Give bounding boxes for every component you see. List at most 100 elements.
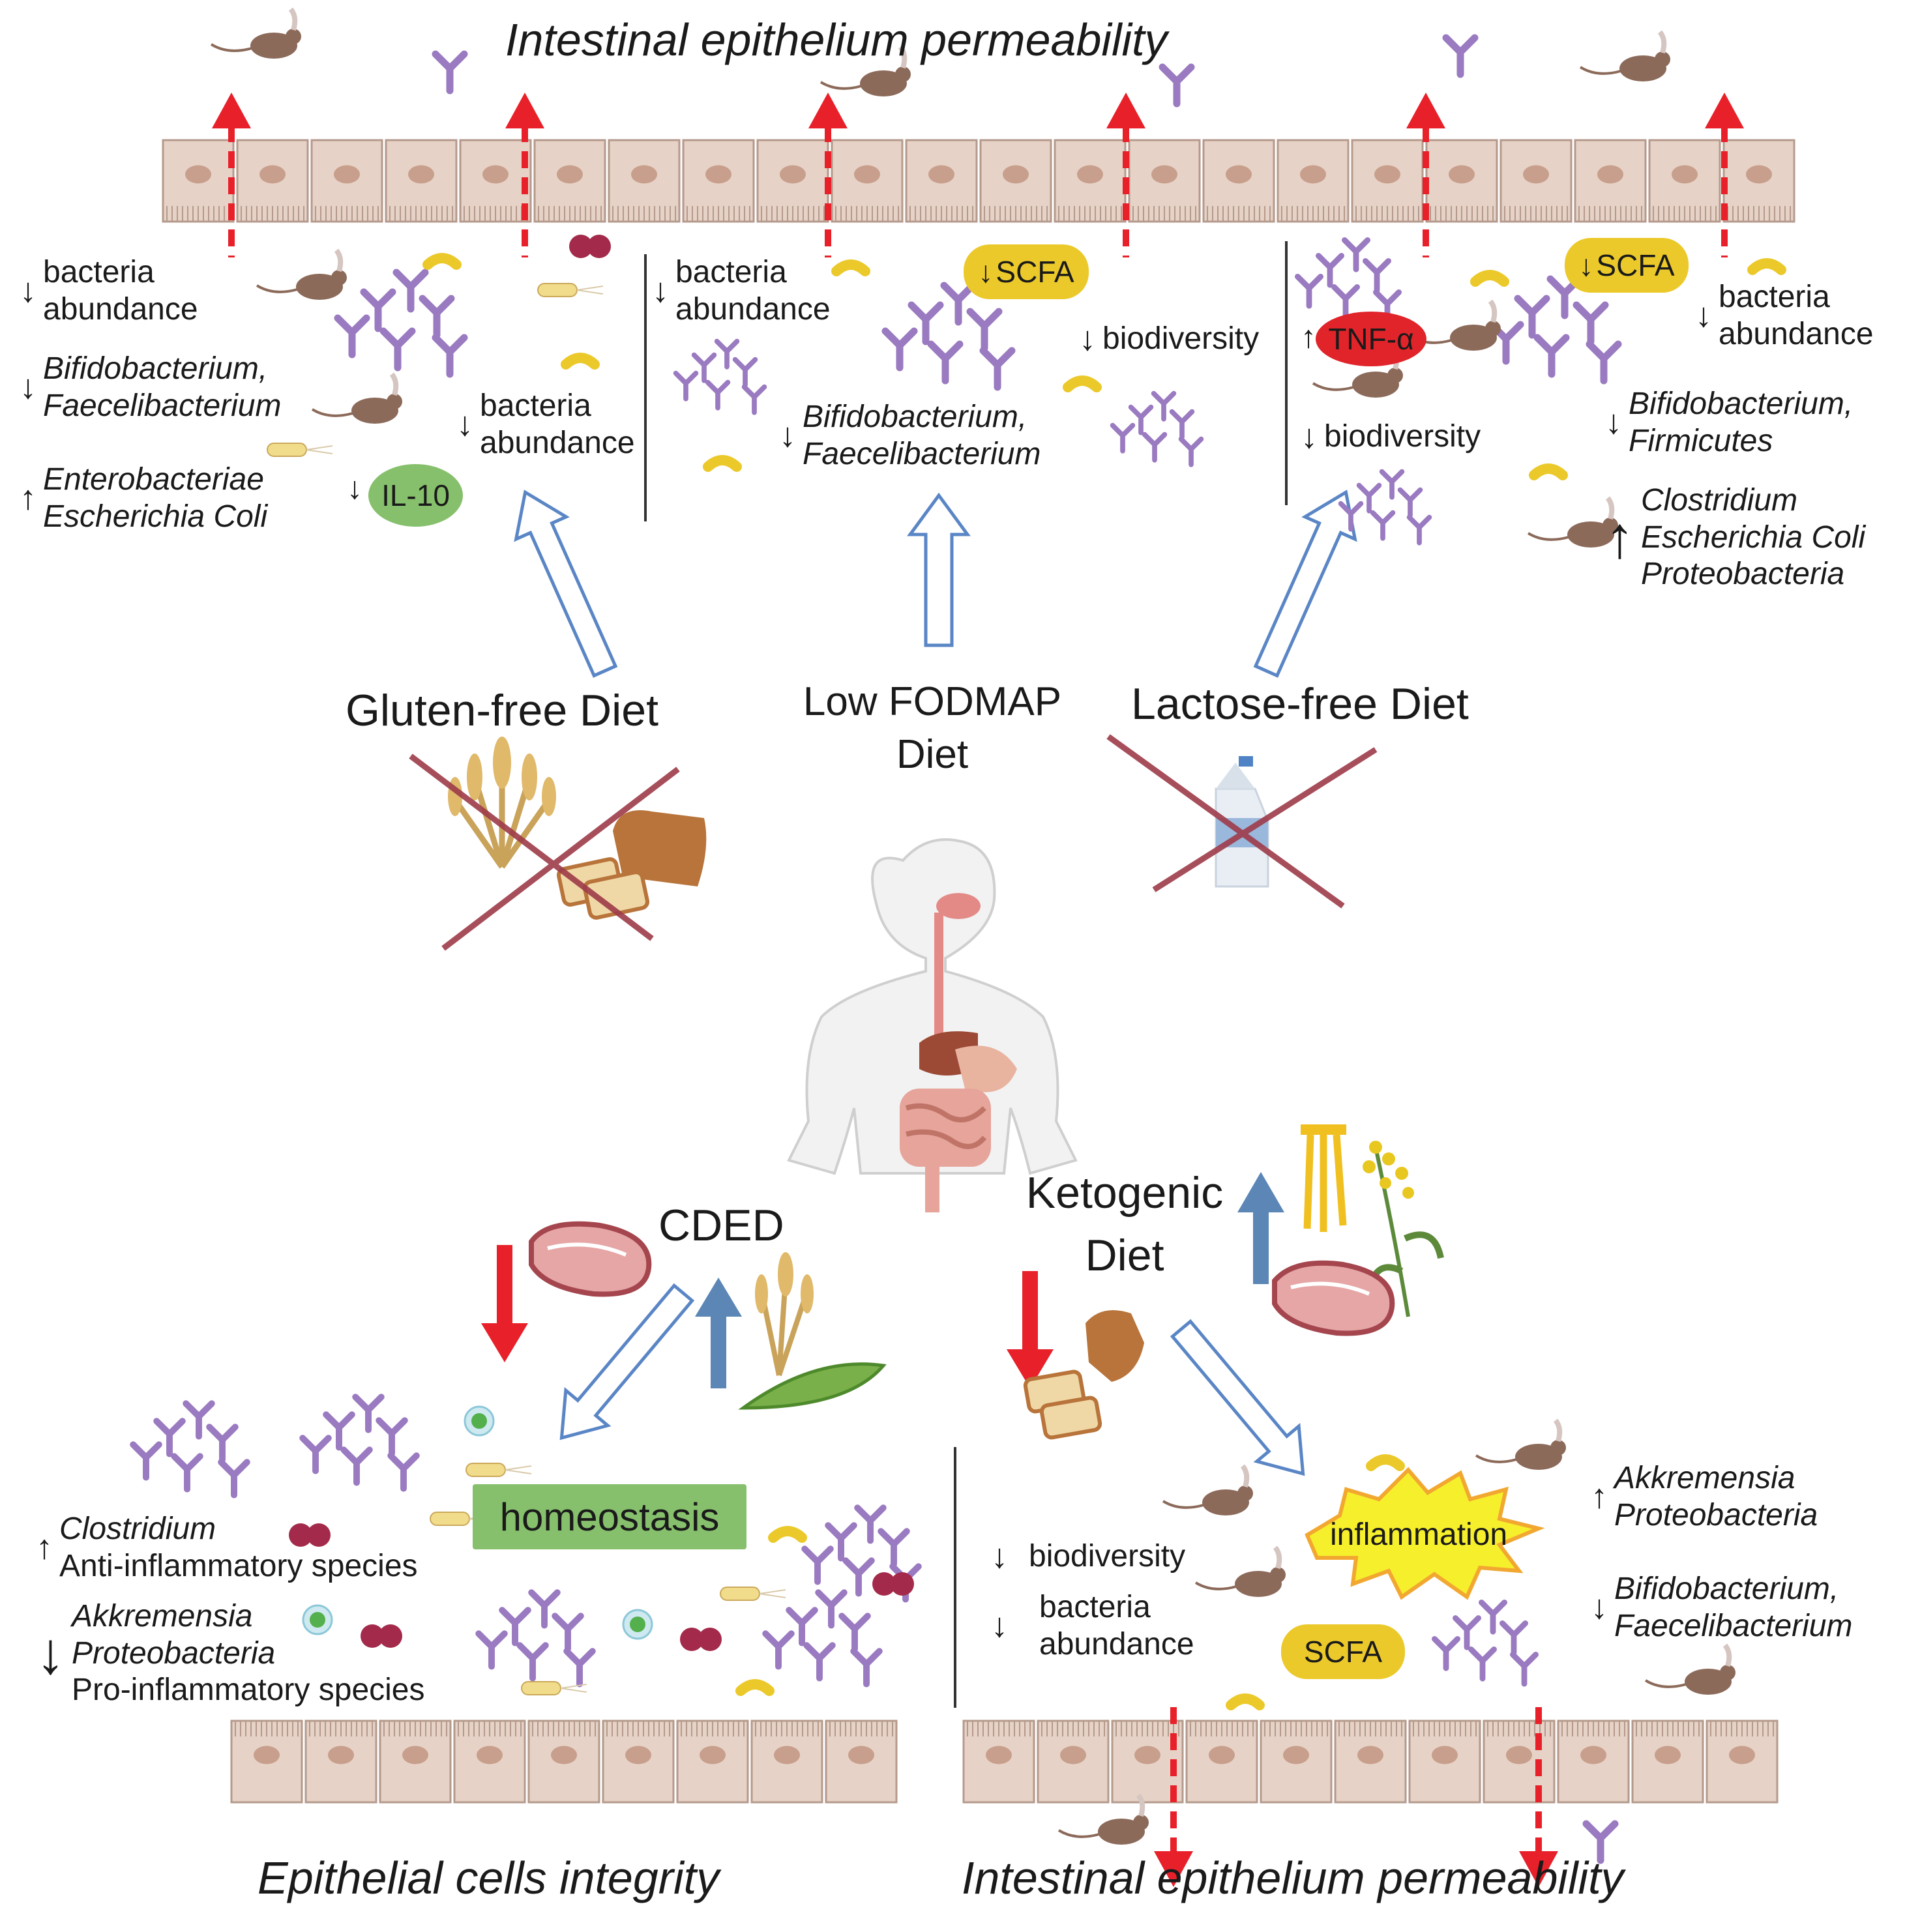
epithelial-cell	[602, 1720, 675, 1804]
gf-il10-arrow: ↓	[347, 471, 362, 508]
epithelial-cell	[682, 139, 755, 223]
epithelial-cell	[1722, 139, 1795, 223]
epithelial-cell	[304, 1720, 377, 1804]
epithelial-cell	[962, 1720, 1035, 1804]
lf-scfa-label: SCFA	[1596, 248, 1675, 282]
down-arrow-icon: ↓	[1578, 248, 1594, 282]
keto-scfa-badge: SCFA	[1281, 1624, 1405, 1679]
epithelial-cell	[756, 139, 829, 223]
epithelial-cell	[310, 139, 383, 223]
steak-icon	[529, 1221, 652, 1297]
epithelial-cell	[527, 1720, 600, 1804]
arrow-gluten-to-effects	[514, 490, 618, 678]
epithelial-cell	[1706, 1720, 1779, 1804]
epithelial-cell	[1483, 1720, 1556, 1804]
diet-cded: CDED	[658, 1201, 784, 1250]
epithelial-cell	[1499, 139, 1573, 223]
lf-inc-1: Clostridium	[1641, 483, 1798, 518]
cded-decrease-meat-arrow	[481, 1245, 528, 1362]
steak-icon	[1272, 1260, 1395, 1336]
up-arrow-icon: ↑	[36, 1528, 53, 1566]
epithelial-cell	[1202, 139, 1275, 223]
keto-increase-fat-arrow	[1237, 1172, 1284, 1284]
epithelial-cell	[533, 139, 606, 223]
epithelial-cell	[379, 1720, 452, 1804]
epithelial-cell	[230, 1720, 303, 1804]
red-permeability-arrow	[1519, 1700, 1558, 1887]
epithelial-cell	[608, 139, 681, 223]
diet-gluten-free: Gluten-free Diet	[346, 686, 658, 735]
epithelial-cell	[1185, 1720, 1258, 1804]
red-permeability-arrow	[808, 93, 848, 257]
cded-dec-1: Akkremensia	[72, 1599, 253, 1633]
epithelial-cell	[1648, 139, 1721, 223]
milk-carton-icon	[1215, 756, 1269, 888]
diet-low-fodmap-line1: Low FODMAP	[803, 679, 1062, 724]
diet-low-fodmap: Low FODMAP Diet	[795, 678, 1069, 778]
epithelial-cell	[825, 1720, 898, 1804]
red-permeability-arrow	[505, 93, 544, 257]
top-epithelium	[162, 139, 1795, 223]
keto-dec-1: Bifidobacterium,	[1614, 1572, 1839, 1606]
epithelial-cell	[1334, 1720, 1407, 1804]
diet-ketogenic-line1: Ketogenic	[1026, 1168, 1224, 1218]
lactose-cross	[1106, 734, 1378, 909]
gf-inc-2: Escherichia Coli	[43, 499, 268, 534]
title-top: Intestinal epithelium permeability	[505, 14, 1168, 65]
diet-ketogenic-line2: Diet	[1085, 1231, 1164, 1281]
red-permeability-arrow	[212, 93, 251, 257]
epithelial-cell	[1408, 1720, 1481, 1804]
epithelial-cell	[1054, 139, 1127, 223]
lf-inc-3: Proteobacteria	[1641, 557, 1845, 592]
epithelial-cell	[1425, 139, 1498, 223]
fm-ba-line1: bacteria	[675, 255, 787, 289]
down-arrow-icon: ↓	[779, 416, 796, 454]
down-arrow-icon: ↓	[1301, 418, 1318, 456]
epithelial-cell	[385, 139, 458, 223]
down-arrow-icon: ↓	[1605, 403, 1622, 441]
up-arrow-icon: ↑	[1605, 505, 1634, 570]
arrow-keto-to-effects	[1170, 1319, 1305, 1476]
gf-ba-line2: abundance	[43, 291, 198, 327]
lf-inc-2: Escherichia Coli	[1641, 520, 1866, 555]
fm-dec-2: Faecelibacterium	[803, 436, 1041, 471]
gf-decreased-taxa: ↓ Bifidobacterium,Faecelibacterium	[20, 351, 281, 424]
cded-inc-2: Anti-inflammatory species	[59, 1548, 418, 1583]
epithelial-cell	[1631, 1720, 1704, 1804]
down-arrow-icon: ↓	[456, 405, 473, 443]
bread-icon	[1023, 1310, 1144, 1440]
down-arrow-icon: ↓	[991, 1606, 1008, 1645]
title-bottom-right: Intestinal epithelium permeability	[962, 1852, 1624, 1903]
down-arrow-icon: ↓	[20, 271, 37, 310]
epithelial-cell	[236, 139, 309, 223]
keto-ba-line1: bacteria	[1039, 1590, 1151, 1624]
gluten-cross	[409, 754, 680, 951]
gf-dec-2: Faecelibacterium	[43, 388, 282, 423]
up-arrow-icon: ↑	[1301, 320, 1316, 355]
wheat-icon	[755, 1252, 814, 1377]
epithelial-cell	[1557, 1720, 1630, 1804]
epithelial-cell	[979, 139, 1052, 223]
epithelial-cell	[1574, 139, 1647, 223]
arrow-lactose-to-effects	[1253, 490, 1357, 678]
epithelial-cell	[162, 139, 235, 223]
rapeseed-icon	[1363, 1141, 1444, 1317]
epithelial-cell	[1277, 139, 1350, 223]
gf-dec-1: Bifidobacterium,	[43, 351, 268, 386]
permeability-arrows	[212, 93, 1744, 1887]
il10-badge: IL-10	[368, 464, 463, 527]
red-permeability-arrow	[1154, 1700, 1193, 1887]
up-arrow-icon: ↑	[20, 478, 37, 517]
down-arrow-icon: ↓	[347, 471, 362, 506]
epithelial-cell	[453, 1720, 526, 1804]
epithelial-cell	[676, 1720, 749, 1804]
cded-inc-1: Clostridium	[59, 1512, 216, 1546]
